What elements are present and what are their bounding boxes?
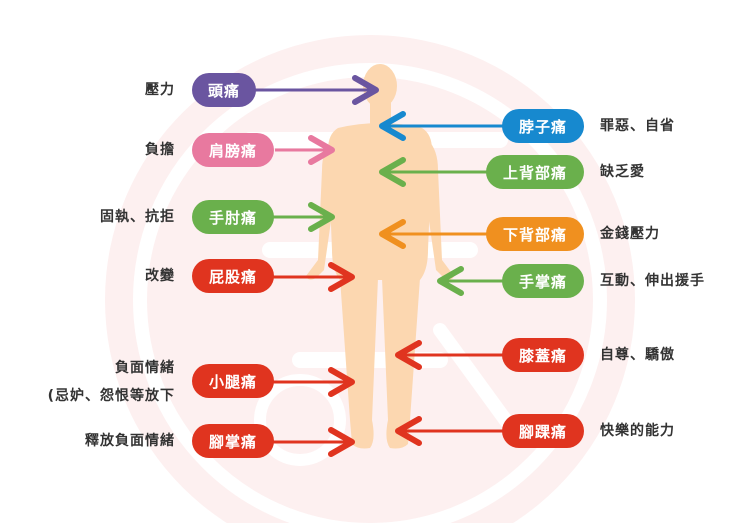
pain-pill-headache: 頭痛 bbox=[192, 73, 256, 107]
meaning-label-knee: 自尊、驕傲 bbox=[600, 347, 675, 363]
meaning-label-palm: 互動、伸出援手 bbox=[600, 273, 705, 289]
pain-pill-calf: 小腿痛 bbox=[192, 364, 274, 398]
meaning-label-headache: 壓力 bbox=[145, 82, 175, 98]
pain-pill-palm: 手掌痛 bbox=[502, 264, 584, 298]
pain-pill-neck: 脖子痛 bbox=[502, 109, 584, 143]
meaning-label-upper-back: 缺乏愛 bbox=[600, 164, 645, 180]
pain-pill-ankle: 腳踝痛 bbox=[502, 414, 584, 448]
pain-pill-sole: 腳掌痛 bbox=[192, 424, 274, 458]
meaning-label-shoulder: 負擔 bbox=[145, 142, 175, 158]
meaning-label-calf-line1: 負面情緒 bbox=[115, 360, 175, 376]
meaning-label-lower-back: 金錢壓力 bbox=[600, 226, 660, 242]
meaning-label-calf-line2: (忌妒、怨恨等放下 bbox=[47, 388, 175, 404]
pain-pill-knee: 膝蓋痛 bbox=[502, 338, 584, 372]
meaning-label-neck: 罪惡、自省 bbox=[600, 118, 675, 134]
pain-pill-shoulder: 肩膀痛 bbox=[192, 133, 274, 167]
meaning-label-ankle: 快樂的能力 bbox=[600, 423, 675, 439]
meaning-label-buttocks: 改變 bbox=[145, 268, 175, 284]
pain-pill-lower-back: 下背部痛 bbox=[486, 217, 584, 251]
pain-pill-upper-back: 上背部痛 bbox=[486, 155, 584, 189]
pain-pill-elbow: 手肘痛 bbox=[192, 200, 274, 234]
meaning-label-elbow: 固執、抗拒 bbox=[100, 209, 175, 225]
pain-pill-buttocks: 屁股痛 bbox=[192, 259, 274, 293]
meaning-label-sole: 釋放負面情緒 bbox=[85, 433, 175, 449]
